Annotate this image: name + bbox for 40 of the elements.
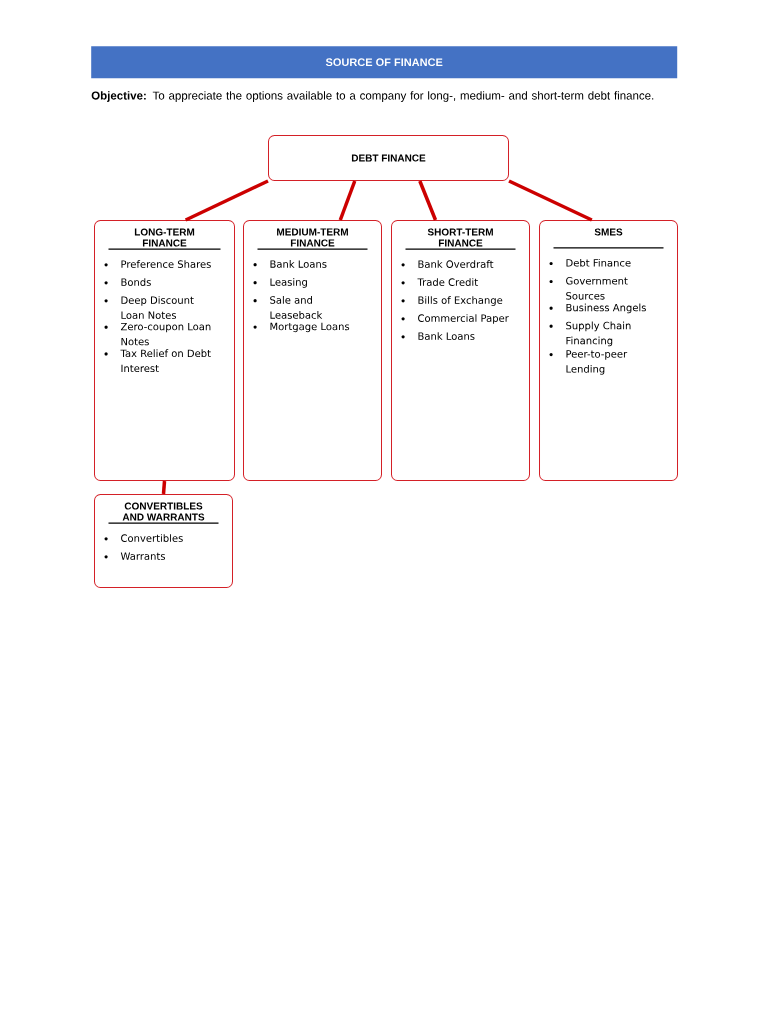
connector-line (508, 179, 593, 222)
box-heading: CONVERTIBLES AND WARRANTS (122, 502, 205, 521)
connector-line (418, 180, 438, 221)
bullet-item: Bank Overdraft (401, 260, 494, 268)
title-banner: SOURCE OF FINANCE (91, 46, 678, 79)
box-heading: SHORT-TERM FINANCE (427, 228, 493, 247)
bullet-item: Trade Credit (401, 278, 478, 286)
root-box (268, 135, 509, 181)
connector-line (338, 180, 357, 221)
box-heading: MEDIUM-TERM FINANCE (277, 228, 348, 247)
category-box (243, 220, 382, 481)
bullet-item: Bills of Exchange (401, 296, 503, 306)
box-heading: LONG-TERM FINANCE (134, 228, 195, 247)
bullet-item: Supply Chain Financing (549, 321, 631, 347)
connector-line (184, 179, 269, 222)
category-box (94, 220, 235, 481)
box-heading: DEBT FINANCE (351, 154, 426, 162)
bullet-item: Warrants (104, 552, 166, 560)
bullet-item: Bank Loans (401, 332, 475, 340)
category-box (391, 220, 530, 481)
connector-line (161, 480, 167, 495)
objective-text: Objective: To appreciate the options available to a company for long-, medium- and short-term debt finance. (91, 91, 654, 102)
bullet-item: Mortgage Loans (253, 322, 350, 333)
box-heading: SMES (594, 228, 623, 236)
bullet-item: Debt Finance (549, 258, 631, 267)
category-box (539, 220, 678, 481)
bullet-item: Sale and Leaseback (253, 296, 323, 319)
bullet-item: Bank Loans (253, 260, 327, 268)
bullet-item: Deep Discount Loan Notes (104, 296, 194, 319)
category-box (94, 494, 233, 588)
bullet-item: Preference Shares (104, 260, 211, 268)
bullet-item: Zero-coupon Loan Notes (104, 322, 211, 346)
bullet-item: Leasing (253, 278, 307, 288)
bullet-item: Government Sources (549, 277, 628, 300)
bullet-item: Business Angels (549, 303, 646, 314)
bullet-item: Convertibles (104, 534, 183, 542)
bullet-item: Bonds (104, 278, 151, 286)
bullet-item: Commercial Paper (401, 314, 509, 324)
bullet-item: Tax Relief on Debt Interest (104, 349, 211, 373)
bullet-item: Peer-to-peer Lending (549, 350, 628, 375)
